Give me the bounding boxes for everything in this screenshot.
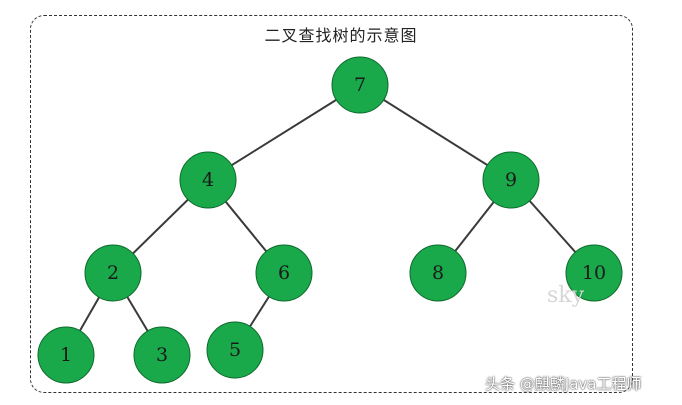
node-label: 8 (432, 262, 444, 284)
node-label: 4 (202, 169, 214, 191)
diagram-title: 二叉查找树的示意图 (264, 26, 418, 45)
tree-node-8: 8 (409, 244, 467, 302)
node-label: 2 (107, 262, 119, 284)
node-circle (565, 244, 623, 302)
tree-node-9: 9 (482, 151, 540, 209)
source-watermark: 头条 @麒麟Java工程师 (485, 375, 642, 393)
node-label: 10 (582, 262, 606, 284)
node-circle (482, 151, 540, 209)
node-circle (37, 326, 95, 384)
tree-node-2: 2 (84, 244, 142, 302)
node-circle (409, 244, 467, 302)
node-label: 6 (278, 262, 290, 284)
node-label: 3 (156, 344, 168, 366)
tree-node-1: 1 (37, 326, 95, 384)
node-circle (331, 56, 389, 114)
tree-node-7: 7 (331, 56, 389, 114)
node-circle (179, 151, 237, 209)
node-circle (255, 244, 313, 302)
tree-node-10: 10 (565, 244, 623, 302)
edge-n7-n4 (207, 84, 361, 181)
node-circle (206, 321, 264, 379)
tree-edges (65, 84, 595, 356)
node-label: 5 (229, 339, 241, 361)
faint-watermark: sky (547, 283, 585, 308)
tree-node-5: 5 (206, 321, 264, 379)
node-label: 9 (505, 169, 517, 191)
node-circle (84, 244, 142, 302)
edge-n7-n9 (359, 84, 512, 181)
tree-nodes: 7 4 9 2 6 8 10 1 3 5 (37, 56, 623, 384)
dashed-frame (30, 15, 633, 393)
node-circle (133, 326, 191, 384)
node-label: 1 (60, 344, 72, 366)
tree-node-4: 4 (179, 151, 237, 209)
tree-node-6: 6 (255, 244, 313, 302)
node-label: 7 (354, 74, 366, 96)
tree-node-3: 3 (133, 326, 191, 384)
